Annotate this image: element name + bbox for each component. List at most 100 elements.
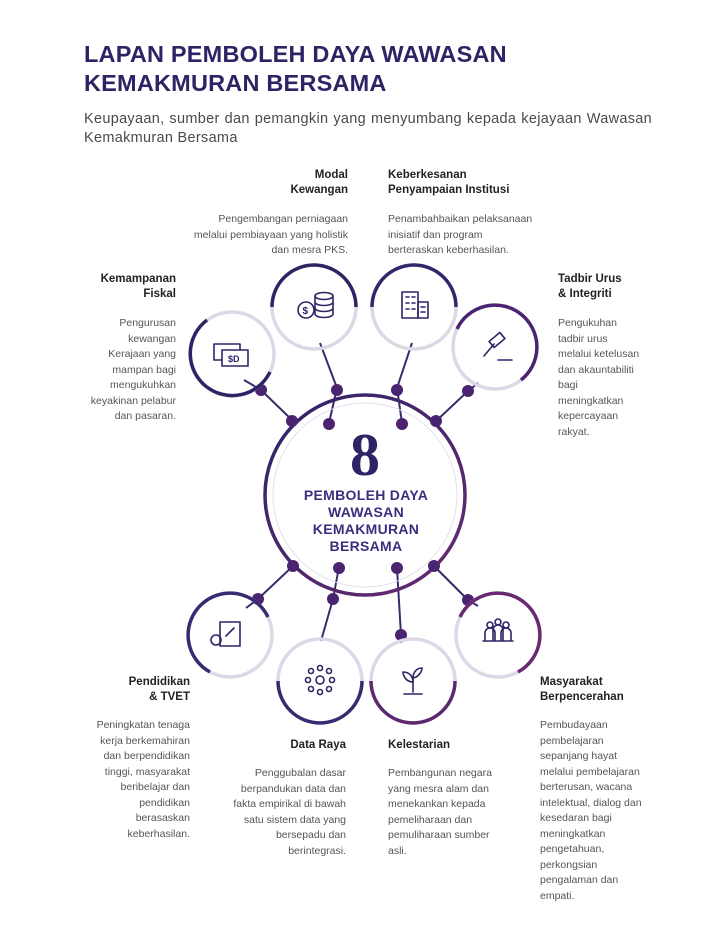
enabler-data-raya: Data Raya Penggubalan dasar berpandukan … <box>210 738 346 859</box>
enabler-description: Penambahbaikan pelaksanaan inisiatif dan… <box>388 213 533 256</box>
enabler-masyarakat: Masyarakat Berpencerahan Pembudayaan pem… <box>540 675 670 904</box>
enabler-description: Pengurusan kewangan Kerajaan yang mampan… <box>90 317 176 422</box>
ring-pendidikan <box>186 591 274 679</box>
page-title-line2: KEMAKMURAN BERSAMA <box>84 70 387 96</box>
center-label-line2: WAWASAN <box>328 504 404 520</box>
enabler-kemampanan-fiskal: Kemampanan Fiskal Pengurusan kewangan Ke… <box>58 272 176 425</box>
network-icon-node-ne <box>325 667 333 675</box>
enabler-description: Peningkatan tenaga kerja berkemahiran da… <box>96 719 190 840</box>
enabler-description: Pembudayaan pembelajaran sepanjang hayat… <box>540 719 642 902</box>
network-icon-node-sw <box>307 685 315 693</box>
enabler-title: Tadbir Urus & Integriti <box>558 273 622 300</box>
enabler-description: Pembangunan negara yang mesra alam dan m… <box>388 767 492 857</box>
hub-dot-top-2 <box>396 418 408 430</box>
ring-kemampanan <box>188 310 276 398</box>
enabler-tadbir-urus: Tadbir Urus & Integriti Pengukuhan tadbi… <box>558 272 668 440</box>
gear-certificate-icon-arrow <box>225 627 235 637</box>
center-ring-inner <box>272 402 458 588</box>
center-label-line1: PEMBOLEH DAYA <box>304 487 428 503</box>
center-ring <box>263 393 467 597</box>
network-icon-hub <box>315 675 325 685</box>
community-icon-bodies <box>482 624 514 642</box>
coins-icon-stack-top <box>314 291 334 301</box>
hub-dot-bottom-2 <box>391 562 403 574</box>
coins-icon: $ <box>297 291 334 319</box>
ring-pendidikan-arc <box>186 591 270 674</box>
hub-dots <box>286 415 442 574</box>
ring-keberkesanan-arc <box>370 263 458 308</box>
banknotes-icon-front-note <box>221 349 249 367</box>
gear-certificate-icon <box>210 621 241 647</box>
joint-dot-kelestarian <box>395 629 407 641</box>
gear-certificate-icon-gear <box>210 634 222 646</box>
page-title-line1: LAPAN PEMBOLEH DAYA WAWASAN <box>84 41 507 67</box>
ring-data-raya <box>276 637 364 725</box>
sprout-icon-leaf-left <box>402 671 414 683</box>
center-label-line4: BERSAMA <box>330 538 403 554</box>
banknotes-icon: $D <box>213 343 249 367</box>
network-icon-node-nw <box>307 667 315 675</box>
hub-dot-bottom-right <box>428 560 440 572</box>
enabler-description: Penggubalan dasar berpandukan data dan f… <box>233 767 346 857</box>
ring-tadbir-urus <box>451 303 539 391</box>
joint-dot-tadbir <box>462 385 474 397</box>
connector-kelestarian-hub <box>396 567 402 636</box>
enabler-title: Kelestarian <box>388 739 451 751</box>
page-title: LAPAN PEMBOLEH DAYA WAWASAN KEMAKMURAN B… <box>84 40 644 98</box>
building-icon-wing <box>417 301 429 319</box>
ring-kelestarian-arc <box>369 680 457 725</box>
ring-masyarakat-arc <box>458 591 542 674</box>
enabler-title: Kemampanan Fiskal <box>100 273 176 300</box>
gavel-icon-handle <box>483 343 495 357</box>
building-icon <box>401 291 429 319</box>
enabler-title: Data Raya <box>290 739 346 751</box>
hub-dot-bottom-1 <box>333 562 345 574</box>
enabler-kelestarian: Kelestarian Pembangunan negara yang mesr… <box>388 738 518 859</box>
enabler-keberkesanan: Keberkesanan Penyampaian Institusi Penam… <box>388 168 568 259</box>
sprout-icon-leaf-right <box>412 667 423 679</box>
center-number: 8 <box>350 422 380 488</box>
gavel-icon <box>483 331 513 361</box>
building-icon-tower <box>401 291 419 319</box>
page-subtitle: Keupayaan, sumber dan pemangkin yang men… <box>84 111 652 146</box>
network-icon-node-s <box>316 688 324 696</box>
enabler-title: Pendidikan & TVET <box>128 676 190 703</box>
gear-certificate-icon-page <box>219 621 241 647</box>
ring-masyarakat <box>454 591 542 679</box>
network-icon-node-n <box>316 664 324 672</box>
joint-dot-modal <box>331 384 343 396</box>
hub-dot-top-right <box>430 415 442 427</box>
ring-data-raya-arc <box>276 680 364 725</box>
enabler-description: Pengukuhan tadbir urus melalui ketelusan… <box>558 317 640 438</box>
connector-kemampanan-hub <box>260 389 293 421</box>
enabler-description: Pengembangan perniagaan melalui pembiaya… <box>193 213 348 256</box>
ring-kemampanan-arc <box>188 318 272 398</box>
coins-icon-dollar: $ <box>303 306 309 317</box>
building-icon-windows <box>405 296 426 313</box>
enabler-modal-kewangan: Modal Kewangan Pengembangan perniagaan m… <box>178 168 348 259</box>
joint-dot-data-raya <box>327 593 339 605</box>
center-label-line3: KEMAKMURAN <box>313 521 419 537</box>
enabler-title: Modal Kewangan <box>290 169 348 196</box>
gavel-icon-head <box>488 331 506 349</box>
ring-kelestarian <box>369 637 457 725</box>
community-icon-head-center <box>494 618 502 626</box>
network-icon-node-w <box>304 676 312 684</box>
ring-modal-kewangan-arc <box>270 263 358 308</box>
connector-masyarakat-hub <box>433 565 469 601</box>
joint-dot-keberkesanan <box>391 384 403 396</box>
banknotes-icon-symbol: $D <box>228 354 240 364</box>
sprout-icon <box>402 667 423 695</box>
coins-icon-coin <box>297 301 315 319</box>
network-icon <box>304 664 336 696</box>
ring-modal-kewangan <box>270 263 358 351</box>
network-icon-node-se <box>325 685 333 693</box>
community-icon-head-left <box>486 621 494 629</box>
connector-modal-kewangan <box>319 342 338 389</box>
enabler-pendidikan-tvet: Pendidikan & TVET Peningkatan tenaga ker… <box>60 675 190 842</box>
community-icon <box>482 618 514 642</box>
connector-data-raya <box>320 598 334 642</box>
hub-dot-top-1 <box>323 418 335 430</box>
network-icon-node-e <box>328 676 336 684</box>
